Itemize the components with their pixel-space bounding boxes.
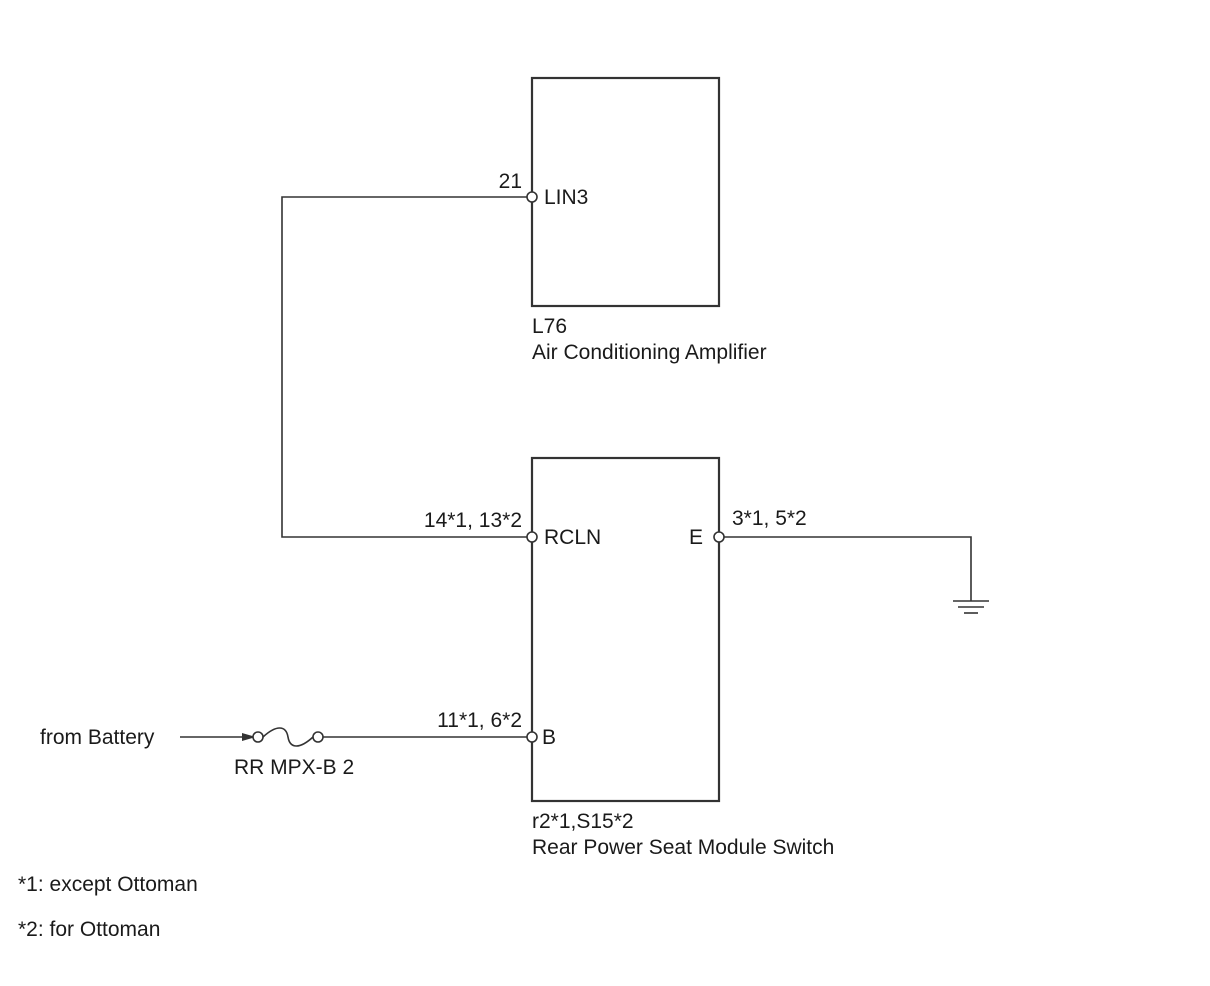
footnote-2: *2: for Ottoman [18, 918, 160, 941]
e-pin-label: E [689, 526, 703, 549]
e-pin-number: 3*1, 5*2 [732, 507, 807, 530]
switch-code: r2*1,S15*2 [532, 810, 634, 833]
lin-communication-wire [281, 196, 527, 538]
b-terminal-icon [526, 731, 538, 743]
b-pin-number: 11*1, 6*2 [437, 709, 522, 732]
e-terminal-icon [713, 531, 725, 543]
amplifier-code: L76 [532, 315, 567, 338]
rcln-terminal-icon [526, 531, 538, 543]
footnote-1: *1: except Ottoman [18, 873, 198, 896]
rear-power-seat-module-switch-box [530, 456, 721, 803]
fuse-label: RR MPX-B 2 [234, 756, 354, 779]
amplifier-name: Air Conditioning Amplifier [532, 341, 767, 364]
fuse-icon [252, 727, 324, 747]
ground-wire [724, 536, 972, 601]
lin3-pin-number: 21 [499, 170, 522, 193]
switch-name: Rear Power Seat Module Switch [532, 836, 834, 859]
b-pin-label: B [542, 726, 556, 749]
lin3-terminal-icon [526, 191, 538, 203]
battery-source-label: from Battery [40, 726, 155, 749]
rcln-pin-label: RCLN [544, 526, 601, 549]
lin3-pin-label: LIN3 [544, 186, 588, 209]
rcln-pin-number: 14*1, 13*2 [424, 509, 522, 532]
ground-symbol-icon [953, 600, 989, 614]
